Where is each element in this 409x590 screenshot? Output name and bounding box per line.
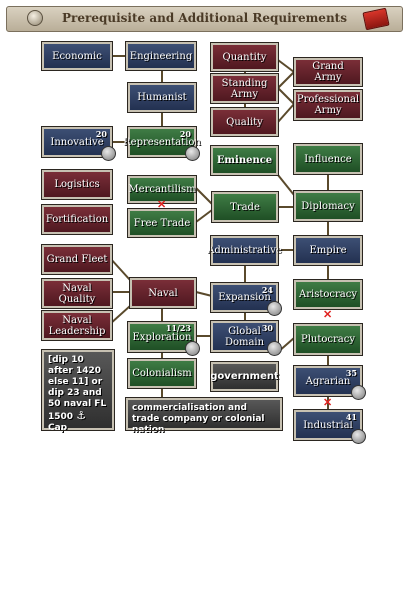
node-label: Naval Quality <box>58 282 96 305</box>
node-government[interactable]: government <box>210 361 279 392</box>
node-fortification[interactable]: Fortification <box>41 204 113 235</box>
node-trade[interactable]: Trade <box>211 191 279 223</box>
note-text: [dip 10 after 1420 else 11] or dip 23 an… <box>48 355 107 422</box>
node-mercantilism[interactable]: Mercantilism <box>127 175 197 204</box>
node-label: Quantity <box>222 51 267 63</box>
node-label: Mercantilism <box>128 184 196 195</box>
node-label: Humanist <box>137 92 187 103</box>
requirement-number: 35 <box>345 368 357 378</box>
scroll-icon <box>185 146 200 161</box>
node-engineering[interactable]: Engineering <box>125 41 197 71</box>
node-diplomacy[interactable]: Diplomacy <box>293 190 363 222</box>
node-label: Innovative <box>50 136 104 148</box>
node-label: Grand Army <box>312 61 344 83</box>
requirement-number: 24 <box>261 285 273 295</box>
node-eminence[interactable]: Eminence <box>210 145 279 176</box>
anchor-icon: ⚓ <box>76 409 87 422</box>
node-empire[interactable]: Empire <box>293 235 363 266</box>
node-exploration[interactable]: Exploration 11/23 <box>127 321 200 356</box>
node-innovative[interactable]: Innovative 20 <box>41 126 116 161</box>
node-humanist[interactable]: Humanist <box>127 82 197 113</box>
node-quantity[interactable]: Quantity <box>210 42 279 72</box>
title-bar: Prerequisite and Additional Requirements <box>6 6 403 32</box>
note-text: commercialisation and trade company or c… <box>132 403 265 435</box>
exclusive-mark: ✕ <box>323 396 333 409</box>
node-label: Professional Army <box>296 94 360 116</box>
node-label: Expansion <box>218 292 271 303</box>
node-economic[interactable]: Economic <box>41 41 113 71</box>
node-industrial[interactable]: Industrial 41 <box>293 409 366 444</box>
node-label: Naval Leadership <box>48 314 106 337</box>
node-free-trade[interactable]: Free Trade <box>127 208 197 238</box>
node-aristocracy[interactable]: Aristocracy <box>293 279 363 310</box>
scroll-icon <box>267 301 282 316</box>
requirement-number: 41 <box>345 412 357 422</box>
node-label: Colonialism <box>132 368 192 379</box>
window-title: Prerequisite and Additional Requirements <box>62 11 347 25</box>
node-label: Administrative <box>207 245 282 256</box>
node-grand-fleet[interactable]: Grand Fleet <box>41 244 113 275</box>
node-influence[interactable]: Influence <box>293 143 363 175</box>
node-label: Global Domain <box>224 325 265 348</box>
scroll-icon <box>101 146 116 161</box>
requirement-number: 30 <box>261 323 273 333</box>
node-label: government <box>210 371 279 382</box>
scroll-icon <box>185 341 200 356</box>
node-label: Economic <box>52 50 102 62</box>
node-naval[interactable]: Naval <box>129 277 197 309</box>
node-representation[interactable]: Representation 20 <box>123 126 201 161</box>
exclusive-mark: ✕ <box>323 308 333 321</box>
note-cap: Cap <box>48 423 68 433</box>
scroll-icon <box>351 385 366 400</box>
node-colonialism[interactable]: Colonialism <box>127 358 197 389</box>
node-professional-army[interactable]: Professional Army <box>293 89 363 121</box>
node-naval-quality[interactable]: Naval Quality <box>41 278 113 309</box>
naval-requirement-note: [dip 10 after 1420 else 11] or dip 23 an… <box>41 349 115 433</box>
node-label: Naval <box>148 287 178 299</box>
node-label: Quality <box>226 116 263 128</box>
node-label: Free Trade <box>133 217 191 229</box>
node-naval-leadership[interactable]: Naval Leadership <box>41 310 113 341</box>
node-label: Industrial <box>303 419 353 431</box>
node-label: Aristocracy <box>299 289 357 300</box>
node-agrarian[interactable]: Agrarian 35 <box>293 365 366 400</box>
node-standing-army[interactable]: Standing Army <box>210 73 279 104</box>
node-label: Logistics <box>54 179 100 190</box>
lightbulb-icon[interactable] <box>27 10 43 26</box>
scroll-icon <box>351 429 366 444</box>
node-quality[interactable]: Quality <box>210 107 279 137</box>
node-administrative[interactable]: Administrative <box>207 235 282 266</box>
exclusive-mark: ✕ <box>157 198 167 211</box>
colonial-requirement-note: commercialisation and trade company or c… <box>125 397 283 435</box>
requirement-number: 11/23 <box>165 323 191 333</box>
requirement-number: 20 <box>179 129 191 139</box>
node-plutocracy[interactable]: Plutocracy <box>293 323 363 356</box>
node-label: Standing Army <box>221 77 268 100</box>
scroll-icon <box>267 341 282 356</box>
node-label: Empire <box>309 245 347 256</box>
node-grand-army[interactable]: Grand Army <box>293 57 363 87</box>
node-global-domain[interactable]: Global Domain 30 <box>210 320 282 356</box>
node-label: Engineering <box>129 50 193 62</box>
requirement-number: 20 <box>95 129 107 139</box>
node-label: Diplomacy <box>301 200 355 212</box>
node-label: Eminence <box>216 155 273 166</box>
node-label: Exploration <box>132 331 192 343</box>
node-logistics[interactable]: Logistics <box>41 169 113 200</box>
node-label: Grand Fleet <box>46 254 108 265</box>
node-label: Fortification <box>45 214 109 225</box>
node-label: Influence <box>304 153 352 165</box>
node-label: Plutocracy <box>301 334 355 345</box>
node-label: Agrarian <box>305 375 351 387</box>
node-label: Trade <box>230 201 260 213</box>
node-label: Representation <box>123 136 201 148</box>
node-expansion[interactable]: Expansion 24 <box>210 282 282 316</box>
